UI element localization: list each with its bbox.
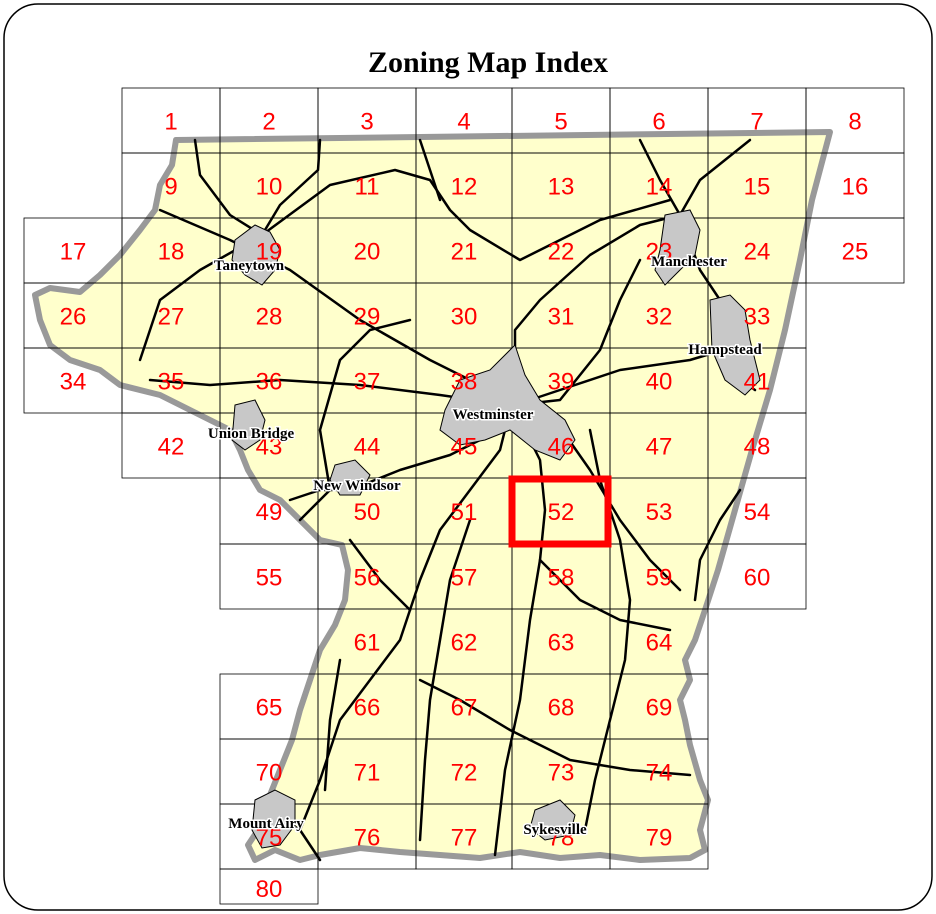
tile-number-5[interactable]: 5 bbox=[554, 109, 567, 136]
tile-number-31[interactable]: 31 bbox=[548, 304, 575, 331]
tile-number-52[interactable]: 52 bbox=[548, 499, 575, 526]
tile-number-43[interactable]: 43 bbox=[256, 434, 283, 461]
tile-number-26[interactable]: 26 bbox=[60, 304, 87, 331]
tile-number-44[interactable]: 44 bbox=[354, 434, 381, 461]
town-label-sykesville: Sykesville bbox=[523, 822, 587, 838]
road-network bbox=[138, 138, 757, 862]
tile-number-59[interactable]: 59 bbox=[646, 565, 673, 592]
tile-number-60[interactable]: 60 bbox=[744, 565, 771, 592]
tile-number-75[interactable]: 75 bbox=[256, 825, 283, 852]
tile-number-4[interactable]: 4 bbox=[457, 109, 470, 136]
tile-number-70[interactable]: 70 bbox=[256, 760, 283, 787]
tile-number-9[interactable]: 9 bbox=[164, 174, 177, 201]
town-labels: Taneytown Manchester Hampstead Westminst… bbox=[206, 253, 763, 840]
town-label-union-bridge: Union Bridge bbox=[208, 426, 295, 442]
tile-number-23[interactable]: 23 bbox=[646, 239, 673, 266]
tile-number-37[interactable]: 37 bbox=[354, 369, 381, 396]
tile-number-66[interactable]: 66 bbox=[354, 695, 381, 722]
tile-number-45[interactable]: 45 bbox=[451, 434, 478, 461]
tile-number-24[interactable]: 24 bbox=[744, 239, 771, 266]
tile-cell[interactable] bbox=[219, 868, 319, 905]
tile-number-69[interactable]: 69 bbox=[646, 695, 673, 722]
tile-number-49[interactable]: 49 bbox=[256, 499, 283, 526]
tile-number-1[interactable]: 1 bbox=[164, 109, 177, 136]
tile-number-41[interactable]: 41 bbox=[744, 369, 771, 396]
tile-number-11[interactable]: 11 bbox=[355, 174, 380, 201]
tile-number-21[interactable]: 21 bbox=[451, 239, 478, 266]
tile-number-58[interactable]: 58 bbox=[548, 565, 575, 592]
tile-number-17[interactable]: 17 bbox=[60, 239, 87, 266]
tile-number-42[interactable]: 42 bbox=[158, 434, 185, 461]
tile-number-53[interactable]: 53 bbox=[646, 499, 673, 526]
tile-number-68[interactable]: 68 bbox=[548, 695, 575, 722]
tile-number-71[interactable]: 71 bbox=[354, 760, 381, 787]
tile-number-54[interactable]: 54 bbox=[744, 499, 771, 526]
town-label-new-windsor: New Windsor bbox=[313, 478, 401, 494]
tile-number-79[interactable]: 79 bbox=[646, 825, 673, 852]
tile-number-57[interactable]: 57 bbox=[451, 565, 478, 592]
tile-number-63[interactable]: 63 bbox=[548, 630, 575, 657]
tile-number-40[interactable]: 40 bbox=[646, 369, 673, 396]
town-areas bbox=[231, 209, 761, 849]
tile-number-10[interactable]: 10 bbox=[256, 174, 283, 201]
tile-number-19[interactable]: 19 bbox=[256, 239, 283, 266]
tile-number-67[interactable]: 67 bbox=[451, 695, 478, 722]
tile-number-62[interactable]: 62 bbox=[451, 630, 478, 657]
tile-number-18[interactable]: 18 bbox=[158, 239, 185, 266]
tile-number-78[interactable]: 78 bbox=[548, 825, 575, 852]
tile-number-50[interactable]: 50 bbox=[354, 499, 381, 526]
tile-cell[interactable] bbox=[805, 217, 905, 284]
tile-number-32[interactable]: 32 bbox=[646, 304, 673, 331]
tile-number-39[interactable]: 39 bbox=[548, 369, 575, 396]
town-label-westminster: Westminster bbox=[453, 407, 534, 423]
tile-number-15[interactable]: 15 bbox=[744, 174, 771, 201]
tile-number-74[interactable]: 74 bbox=[646, 760, 673, 787]
town-label-manchester: Manchester bbox=[651, 254, 727, 270]
tile-number-25[interactable]: 25 bbox=[842, 239, 869, 266]
tile-number-3[interactable]: 3 bbox=[360, 109, 373, 136]
tile-number-64[interactable]: 64 bbox=[646, 630, 673, 657]
tile-number-61[interactable]: 61 bbox=[354, 630, 381, 657]
tile-number-12[interactable]: 12 bbox=[451, 174, 478, 201]
town-label-hampstead: Hampstead bbox=[688, 342, 762, 358]
tile-number-35[interactable]: 35 bbox=[158, 369, 185, 396]
tile-number-48[interactable]: 48 bbox=[744, 434, 771, 461]
tile-number-16[interactable]: 16 bbox=[842, 174, 869, 201]
tile-number-7[interactable]: 7 bbox=[750, 109, 763, 136]
tile-number-77[interactable]: 77 bbox=[451, 825, 478, 852]
tile-number-28[interactable]: 28 bbox=[256, 304, 283, 331]
tile-number-46[interactable]: 46 bbox=[548, 434, 575, 461]
tile-number-33[interactable]: 33 bbox=[744, 304, 771, 331]
tile-number-14[interactable]: 14 bbox=[646, 174, 673, 201]
tile-number-73[interactable]: 73 bbox=[548, 760, 575, 787]
tile-number-2[interactable]: 2 bbox=[262, 109, 275, 136]
highlighted-tile-52 bbox=[508, 475, 612, 548]
tile-number-51[interactable]: 51 bbox=[451, 499, 478, 526]
tile-number-13[interactable]: 13 bbox=[548, 174, 575, 201]
tile-number-6[interactable]: 6 bbox=[652, 109, 665, 136]
tile-number-34[interactable]: 34 bbox=[60, 369, 87, 396]
tile-number-56[interactable]: 56 bbox=[354, 565, 381, 592]
map-title: Zoning Map Index bbox=[368, 46, 608, 79]
tile-number-30[interactable]: 30 bbox=[451, 304, 478, 331]
tile-number-38[interactable]: 38 bbox=[451, 369, 478, 396]
tile-cell[interactable] bbox=[707, 543, 807, 610]
town-label-taneytown: Taneytown bbox=[214, 258, 285, 274]
tile-number-36[interactable]: 36 bbox=[256, 369, 283, 396]
tile-number-80[interactable]: 80 bbox=[256, 876, 283, 903]
tile-number-55[interactable]: 55 bbox=[256, 565, 283, 592]
town-label-mount-airy: Mount Airy bbox=[228, 816, 304, 832]
tile-number-27[interactable]: 27 bbox=[158, 304, 185, 331]
tile-number-22[interactable]: 22 bbox=[548, 239, 575, 266]
tile-number-29[interactable]: 29 bbox=[354, 304, 381, 331]
tile-number-8[interactable]: 8 bbox=[848, 109, 861, 136]
tile-number-72[interactable]: 72 bbox=[451, 760, 478, 787]
tile-number-47[interactable]: 47 bbox=[646, 434, 673, 461]
tile-number-76[interactable]: 76 bbox=[354, 825, 381, 852]
tile-number-65[interactable]: 65 bbox=[256, 695, 283, 722]
tile-number-20[interactable]: 20 bbox=[354, 239, 381, 266]
tile-cell[interactable] bbox=[609, 803, 709, 870]
